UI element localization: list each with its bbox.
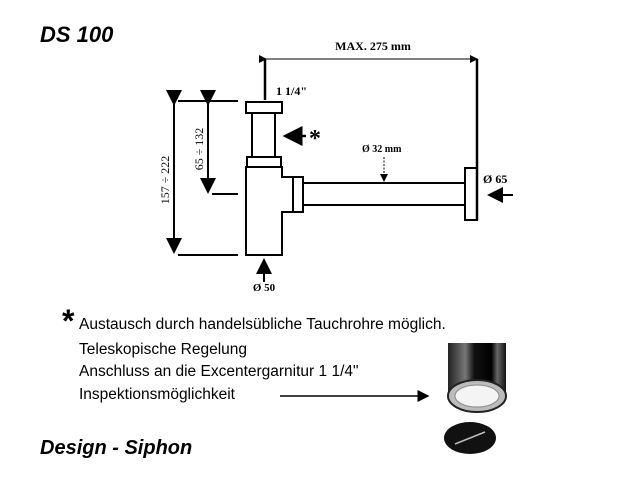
horizontal-pipe (302, 182, 466, 206)
tube-height-label: 65 ÷ 132 (192, 128, 206, 171)
ring (246, 156, 282, 168)
top-cap (245, 101, 283, 114)
asterisk-marker: * (309, 126, 321, 152)
note-line-2: Teleskopische Regelung (79, 341, 248, 358)
product-subtitle: Design - Siphon (40, 437, 193, 459)
pipe-diameter-label: Ø 32 mm (362, 144, 402, 155)
note-line-4: Inspektionsmöglichkeit (79, 386, 235, 403)
max-length-label: MAX. 275 mm (335, 39, 411, 53)
collar (292, 176, 304, 213)
note-asterisk: * (62, 303, 75, 339)
thread-label: 1 1/4" (276, 84, 307, 98)
product-title: DS 100 (40, 22, 114, 47)
rosette-diameter-label: Ø 65 (483, 172, 507, 186)
total-height-label: 157 ÷ 222 (158, 156, 172, 205)
wall-rosette (464, 167, 478, 221)
siphon-body (245, 166, 294, 256)
inspection-cap-photo (444, 343, 507, 454)
outlet-diameter-label: Ø 50 (253, 282, 276, 294)
note-line-3: Anschluss an die Excentergarnitur 1 1/4" (79, 363, 359, 380)
dip-tube (251, 112, 276, 158)
note-line-1: Austausch durch handelsübliche Tauchrohr… (79, 316, 446, 333)
